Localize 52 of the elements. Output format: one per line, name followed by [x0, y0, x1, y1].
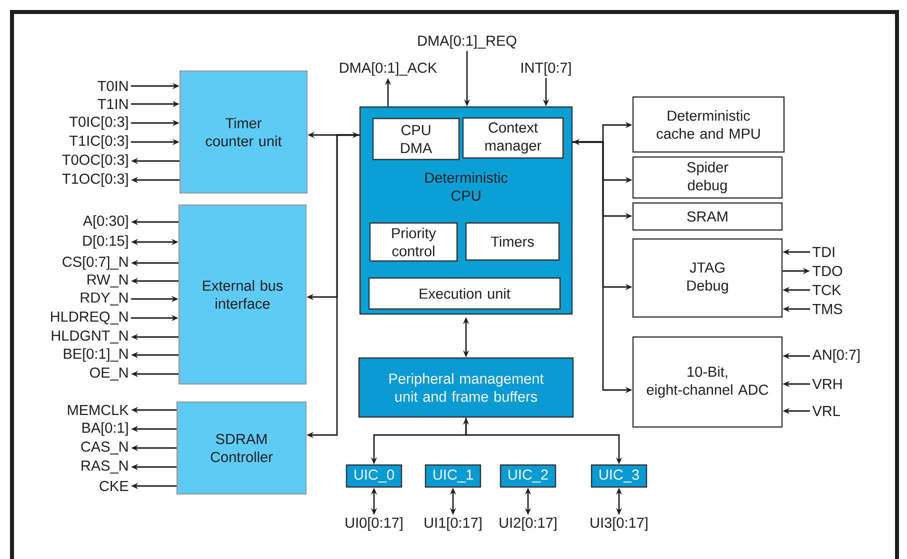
signal-label: VRH: [812, 379, 842, 389]
function-block: Peripheral management unit and frame buffers: [358, 357, 574, 418]
signal-label: CKE: [100, 480, 128, 492]
signal-label: TDO: [812, 266, 842, 276]
function-block: UIC_1: [424, 464, 482, 488]
signal-label: VRL: [812, 406, 840, 416]
function-block: Deterministic cache and MPU: [632, 96, 785, 153]
function-block: SDRAM Controller: [176, 402, 306, 494]
signal-label: T1IN: [98, 99, 128, 109]
signal-label: T1OC[0:3]: [62, 173, 128, 187]
function-block: JTAG Debug: [632, 238, 783, 318]
function-block: External bus interface: [178, 204, 306, 384]
signal-label: RW_N: [88, 274, 128, 288]
signal-label: T1IC[0:3]: [70, 135, 128, 149]
function-block: Spider debug: [632, 156, 783, 199]
signal-label: T0IC[0:3]: [70, 116, 128, 130]
signal-label: DMA[0:1]_ACK: [340, 62, 437, 76]
function-block: SRAM: [632, 202, 783, 231]
signal-label: T0OC[0:3]: [62, 154, 128, 168]
signal-label: TCK: [812, 284, 842, 296]
signal-label: TDI: [812, 247, 834, 257]
signal-label: HLDGNT_N: [52, 330, 128, 344]
function-block: CPU DMA: [372, 118, 460, 160]
function-block: Execution unit: [368, 277, 561, 310]
signal-label: MEMCLK: [68, 404, 129, 416]
function-block: Timers: [465, 222, 560, 261]
signal-label: DMA[0:1]_REQ: [418, 35, 516, 49]
signal-label: RAS_N: [82, 460, 128, 474]
function-block: UIC_3: [590, 464, 648, 488]
signal-label: INT[0:7]: [522, 62, 571, 76]
signal-label: D[0:15]: [83, 235, 128, 249]
signal-label: RDY_N: [80, 292, 128, 306]
signal-label: T0IN: [98, 80, 128, 92]
signal-label: TMS: [812, 304, 842, 314]
function-block: Timer counter unit: [180, 70, 308, 194]
signal-label: A[0:30]: [82, 215, 128, 229]
function-block: Priority control: [369, 222, 458, 262]
function-block: UIC_2: [500, 464, 556, 488]
signal-label: HLDREQ_N: [51, 311, 128, 324]
signal-label: UI2[0:17]: [500, 517, 556, 531]
signal-label: CS[0:7]_N: [62, 256, 128, 270]
function-block: UIC_0: [346, 464, 402, 488]
signal-label: AN[0:7]: [812, 349, 860, 363]
signal-label: CAS_N: [81, 441, 128, 454]
signal-label: BA[0:1]: [82, 422, 128, 436]
signal-label: UI1[0:17]: [424, 517, 482, 531]
function-block: 10-Bit, eight-channel ADC: [632, 336, 783, 428]
signal-label: OE_N: [90, 367, 128, 380]
signal-label: UI3[0:17]: [590, 517, 648, 531]
signal-label: UI0[0:17]: [346, 517, 402, 531]
function-block: Context manager: [462, 117, 564, 159]
signal-label: BE[0:1]_N: [64, 348, 128, 362]
